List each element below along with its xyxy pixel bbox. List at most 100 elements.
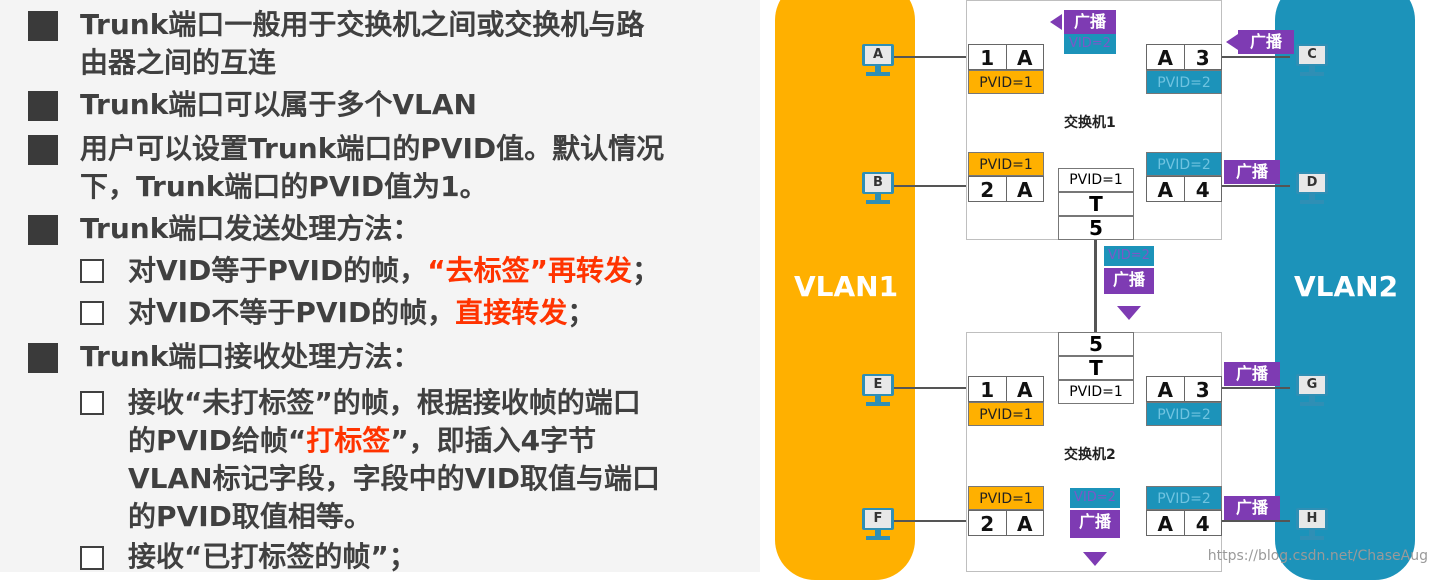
link-sw1-c — [1220, 56, 1290, 58]
bullet-4-sub-1-emphasis: “去标签”再转发 — [427, 254, 632, 287]
bullet-1-line-1: Trunk端口一般用于交换机之间或交换机与路 — [80, 8, 645, 41]
broadcast-arrow-down-icon — [1117, 306, 1141, 320]
port-mode: A — [1005, 511, 1044, 536]
link-f-sw2 — [894, 520, 966, 522]
port-number: 2 — [980, 178, 995, 202]
broadcast-label: 广播 — [1224, 160, 1280, 184]
sub-bullet-square-icon — [80, 259, 104, 283]
bullet-5-sub-1-line-2-end: ”，即插入4字节 — [390, 424, 597, 457]
sw1-port-5-pvid: PVID=1 — [1058, 168, 1134, 192]
vlan1-region — [775, 0, 915, 580]
bullet-4-sub-2-text: 对VID不等于PVID的帧， — [128, 296, 456, 329]
switch-2-label: 交换机2 — [1064, 447, 1116, 463]
bullet-square-icon — [28, 343, 58, 373]
sw1-port-5: 5 — [1058, 216, 1134, 240]
broadcast-arrow-left-icon — [1226, 34, 1238, 50]
bullet-5-sub-1-line-2: 的PVID给帧“打标签”，即插入4字节 — [128, 422, 596, 460]
bullet-2: Trunk端口可以属于多个VLAN — [80, 88, 477, 121]
sw1-port-1-pvid: PVID=1 — [968, 70, 1044, 94]
link-e-sw2 — [894, 387, 966, 389]
sub-bullet-square-icon — [80, 301, 104, 325]
bullet-4-sub-1-text: 对VID等于PVID的帧， — [128, 254, 428, 287]
broadcast-arrow-down-icon — [1083, 552, 1107, 566]
bullet-4-sub-1: 对VID等于PVID的帧，“去标签”再转发； — [128, 252, 660, 290]
bullet-square-icon — [28, 135, 58, 165]
bullet-1-line-2: 由器之间的互连 — [80, 46, 277, 79]
vid-tag: VID=2 — [1064, 34, 1116, 54]
vlan1-label: VLAN1 — [794, 270, 899, 303]
link-sw2-h — [1220, 520, 1290, 522]
bullet-5: Trunk端口接收处理方法： — [80, 340, 421, 373]
bullet-4-sub-2-end: ； — [567, 296, 596, 329]
sw2-port-2-pvid: PVID=1 — [968, 486, 1044, 510]
broadcast-arrow-left-icon — [1050, 14, 1062, 30]
port-number: 4 — [1183, 177, 1222, 202]
sub-bullet-square-icon — [80, 546, 104, 570]
link-sw2-g — [1220, 387, 1290, 389]
bullet-4-sub-2-emphasis: 直接转发 — [455, 296, 568, 329]
port-mode: A — [1005, 377, 1044, 402]
port-number: 3 — [1183, 377, 1222, 402]
sw1-port-5-tag: T — [1058, 192, 1134, 216]
sub-bullet-square-icon — [80, 391, 104, 415]
vlan2-region — [1275, 0, 1415, 580]
port-number: 2 — [980, 512, 995, 536]
bullet-square-icon — [28, 11, 58, 41]
port-number: 1 — [980, 46, 995, 70]
bullet-4-sub-1-end: ； — [632, 254, 661, 287]
port-number: 4 — [1183, 511, 1222, 536]
link-b-sw1 — [894, 185, 966, 187]
broadcast-label: 广播 — [1224, 362, 1280, 386]
bullet-square-icon — [28, 215, 58, 245]
host-h-icon: H — [1296, 508, 1328, 542]
broadcast-label: 广播 — [1064, 10, 1116, 34]
sw1-port-4-pvid: PVID=2 — [1146, 152, 1222, 176]
bullet-5-sub-2: 接收“已打标签的帧”； — [128, 540, 417, 573]
broadcast-label: 广播 — [1070, 510, 1120, 538]
bullet-4-sub-2: 对VID不等于PVID的帧，直接转发； — [128, 294, 595, 332]
sw2-port-5: 5 — [1058, 332, 1134, 356]
host-g-icon: G — [1296, 374, 1328, 408]
host-c-icon: C — [1296, 44, 1328, 78]
port-mode: A — [1157, 178, 1173, 202]
vid-tag: VID=2 — [1070, 488, 1120, 508]
host-b-icon: B — [862, 172, 894, 206]
port-mode: A — [1005, 177, 1044, 202]
vlan2-label: VLAN2 — [1294, 270, 1399, 303]
sw2-port-5-pvid: PVID=1 — [1058, 380, 1134, 404]
vid-tag: VID=2 — [1104, 246, 1154, 266]
bullet-5-sub-1-line-2-text: 的PVID给帧“ — [128, 424, 307, 457]
port-number: 1 — [980, 378, 995, 402]
host-e-icon: E — [862, 374, 894, 408]
sw2-port-4-pvid: PVID=2 — [1146, 486, 1222, 510]
text-panel: Trunk端口一般用于交换机之间或交换机与路 由器之间的互连 Trunk端口可以… — [0, 0, 760, 573]
link-sw1-d — [1220, 185, 1290, 187]
port-mode: A — [1005, 45, 1044, 70]
link-a-sw1 — [894, 56, 966, 58]
port-mode: A — [1157, 378, 1173, 402]
switch-1-label: 交换机1 — [1064, 115, 1116, 131]
broadcast-label: 广播 — [1224, 496, 1280, 520]
trunk-link — [1094, 240, 1097, 332]
sw2-port-5-tag: T — [1058, 356, 1134, 380]
port-mode: A — [1157, 512, 1173, 536]
host-a-icon: A — [862, 44, 894, 78]
sw1-port-2-pvid: PVID=1 — [968, 152, 1044, 176]
sw2-port-3-pvid: PVID=2 — [1146, 402, 1222, 426]
broadcast-label: 广播 — [1104, 268, 1154, 294]
port-number: 3 — [1183, 45, 1222, 70]
bullet-square-icon — [28, 91, 58, 121]
bullet-3-line-2: 下，Trunk端口的PVID值为1。 — [80, 170, 488, 203]
host-d-icon: D — [1296, 172, 1328, 206]
watermark: https://blog.csdn.net/ChaseAug — [1207, 548, 1428, 564]
sw1-port-3-pvid: PVID=2 — [1146, 70, 1222, 94]
